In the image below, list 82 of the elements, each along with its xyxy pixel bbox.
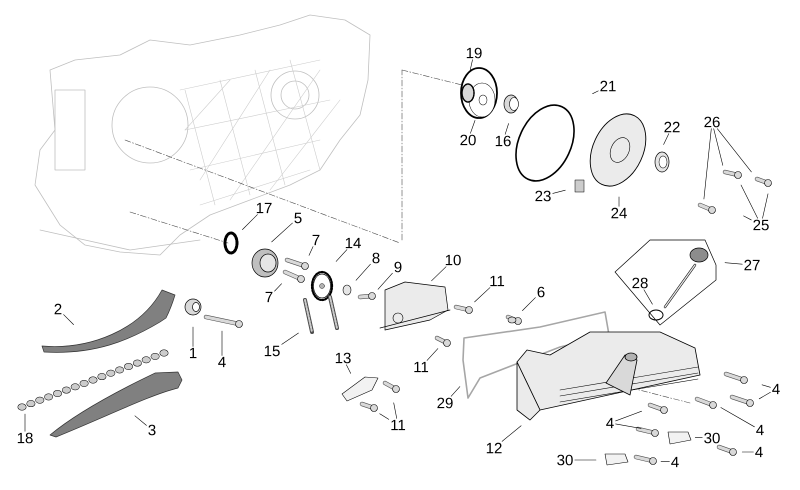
leader-line — [134, 416, 147, 426]
leader-line — [192, 326, 194, 347]
leader-line — [717, 128, 752, 172]
leader-line — [694, 437, 703, 438]
callout-number: 27 — [744, 260, 760, 270]
leader-line — [720, 407, 755, 428]
leader-line — [281, 332, 299, 345]
leader-line — [450, 386, 460, 397]
leader-line — [426, 348, 438, 361]
leader-line — [615, 424, 642, 429]
callout-number: 7 — [312, 234, 320, 246]
callout-number: 4 — [755, 446, 763, 458]
callout-number: 4 — [671, 456, 679, 468]
leader-line — [660, 461, 670, 462]
leader-line — [663, 133, 670, 145]
leader-line — [379, 413, 390, 420]
callout-number: 25 — [753, 220, 769, 230]
callout-number: 30 — [557, 454, 573, 466]
callout-number: 1 — [190, 348, 196, 358]
leader-line — [522, 297, 536, 311]
callout-number: 7 — [266, 292, 272, 302]
leader-line — [470, 59, 473, 72]
leader-line — [758, 392, 771, 400]
leader-line — [336, 249, 348, 262]
leader-line — [704, 128, 712, 200]
callout-number: 11 — [490, 276, 504, 286]
leader-line — [615, 410, 642, 422]
leader-line — [743, 216, 752, 220]
leader-line — [24, 414, 26, 432]
leader-line — [346, 364, 351, 374]
callout-number: 2 — [54, 304, 62, 314]
leader-line — [242, 214, 258, 230]
callout-number: 14 — [346, 238, 361, 248]
callout-number: 13 — [336, 352, 351, 364]
callout-number: 24 — [611, 208, 627, 218]
callout-number: 17 — [256, 202, 272, 214]
leader-line — [502, 425, 522, 442]
callout-number: 5 — [294, 212, 302, 224]
callout-number: 12 — [486, 442, 502, 454]
callout-number: 30 — [704, 432, 720, 444]
callout-number: 20 — [460, 134, 476, 146]
leader-line — [356, 264, 371, 281]
callout-number: 4 — [218, 356, 226, 368]
leader-line — [470, 120, 476, 134]
leader-line — [271, 222, 293, 242]
callout-number: 4 — [772, 384, 780, 394]
callout-number: 10 — [446, 254, 461, 266]
callout-number: 4 — [606, 418, 614, 428]
leader-line — [552, 190, 566, 194]
leader-line — [504, 123, 509, 135]
leader-line — [378, 272, 393, 290]
callout-number: 23 — [535, 190, 551, 202]
leader-line — [724, 262, 743, 264]
leader-line — [474, 287, 490, 302]
leader-line — [713, 128, 724, 166]
callout-number: 29 — [437, 398, 453, 408]
callout-number: 6 — [538, 286, 545, 298]
callout-number: 15 — [264, 346, 280, 356]
leader-line — [644, 289, 653, 304]
callout-number: 26 — [704, 116, 720, 128]
callout-number: 3 — [148, 424, 156, 436]
callout-number: 22 — [664, 122, 680, 132]
callout-number: 4 — [756, 424, 764, 436]
callout-number: 19 — [466, 48, 482, 58]
leader-line — [431, 266, 446, 282]
leader-line — [274, 283, 282, 292]
callout-number: 21 — [600, 80, 616, 92]
leader-line — [740, 184, 758, 219]
leader-line — [308, 246, 314, 256]
leader-line — [762, 194, 768, 219]
leader-line — [592, 90, 599, 94]
callout-number: 8 — [372, 252, 380, 264]
leader-line — [618, 196, 620, 207]
callout-number: 11 — [391, 420, 406, 430]
callout-number: 28 — [632, 278, 648, 288]
leader-line — [393, 402, 398, 419]
leader-line — [63, 314, 74, 325]
callout-number: 11 — [414, 362, 428, 372]
callout-number: 18 — [18, 432, 33, 444]
leader-line — [762, 384, 771, 388]
callout-number: 9 — [394, 262, 402, 272]
callout-number: 16 — [496, 136, 511, 146]
